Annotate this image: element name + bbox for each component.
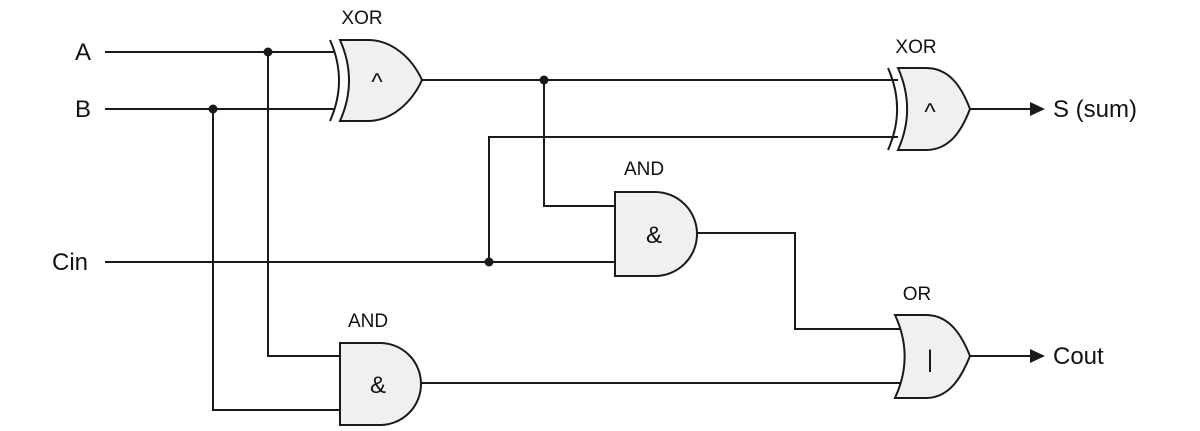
cout-arrow-icon [1030,349,1045,363]
or-gate-title: OR [903,284,932,305]
wire-b-branch [212,109,340,411]
xor-gate-1: ^ XOR [329,8,424,122]
wire-cin-branch [488,136,898,262]
xor-gate-2-symbol: ^ [924,99,936,126]
and-gate-1: & AND [614,159,698,277]
xor-gate-1-title: XOR [341,8,382,29]
wires [105,51,1032,411]
and-gate-2-symbol: & [370,372,386,399]
wire-a-branch [267,52,340,357]
input-label-a: A [75,39,91,66]
junction-a [263,47,273,57]
and-gate-2-title: AND [348,311,388,332]
output-label-cout: Cout [1053,343,1104,370]
sum-arrow-icon [1030,102,1045,116]
or-gate-symbol: | [927,346,933,373]
junction-cin [484,257,494,267]
wire-xor1-branch [543,80,615,207]
xor-gate-1-symbol: ^ [371,69,383,96]
and-gate-1-title: AND [624,159,664,180]
input-label-cin: Cin [52,249,88,276]
xor-gate-2: ^ XOR [887,37,972,151]
output-label-sum: S (sum) [1053,96,1137,123]
and-gate-1-symbol: & [646,222,662,249]
junction-b [208,104,218,114]
junction-xor1-out [539,75,549,85]
wire-and1-out [697,232,900,330]
and-gate-2: & AND [339,311,422,426]
or-gate: | OR [893,284,972,399]
xor-gate-2-title: XOR [895,37,936,58]
input-label-b: B [75,96,91,123]
